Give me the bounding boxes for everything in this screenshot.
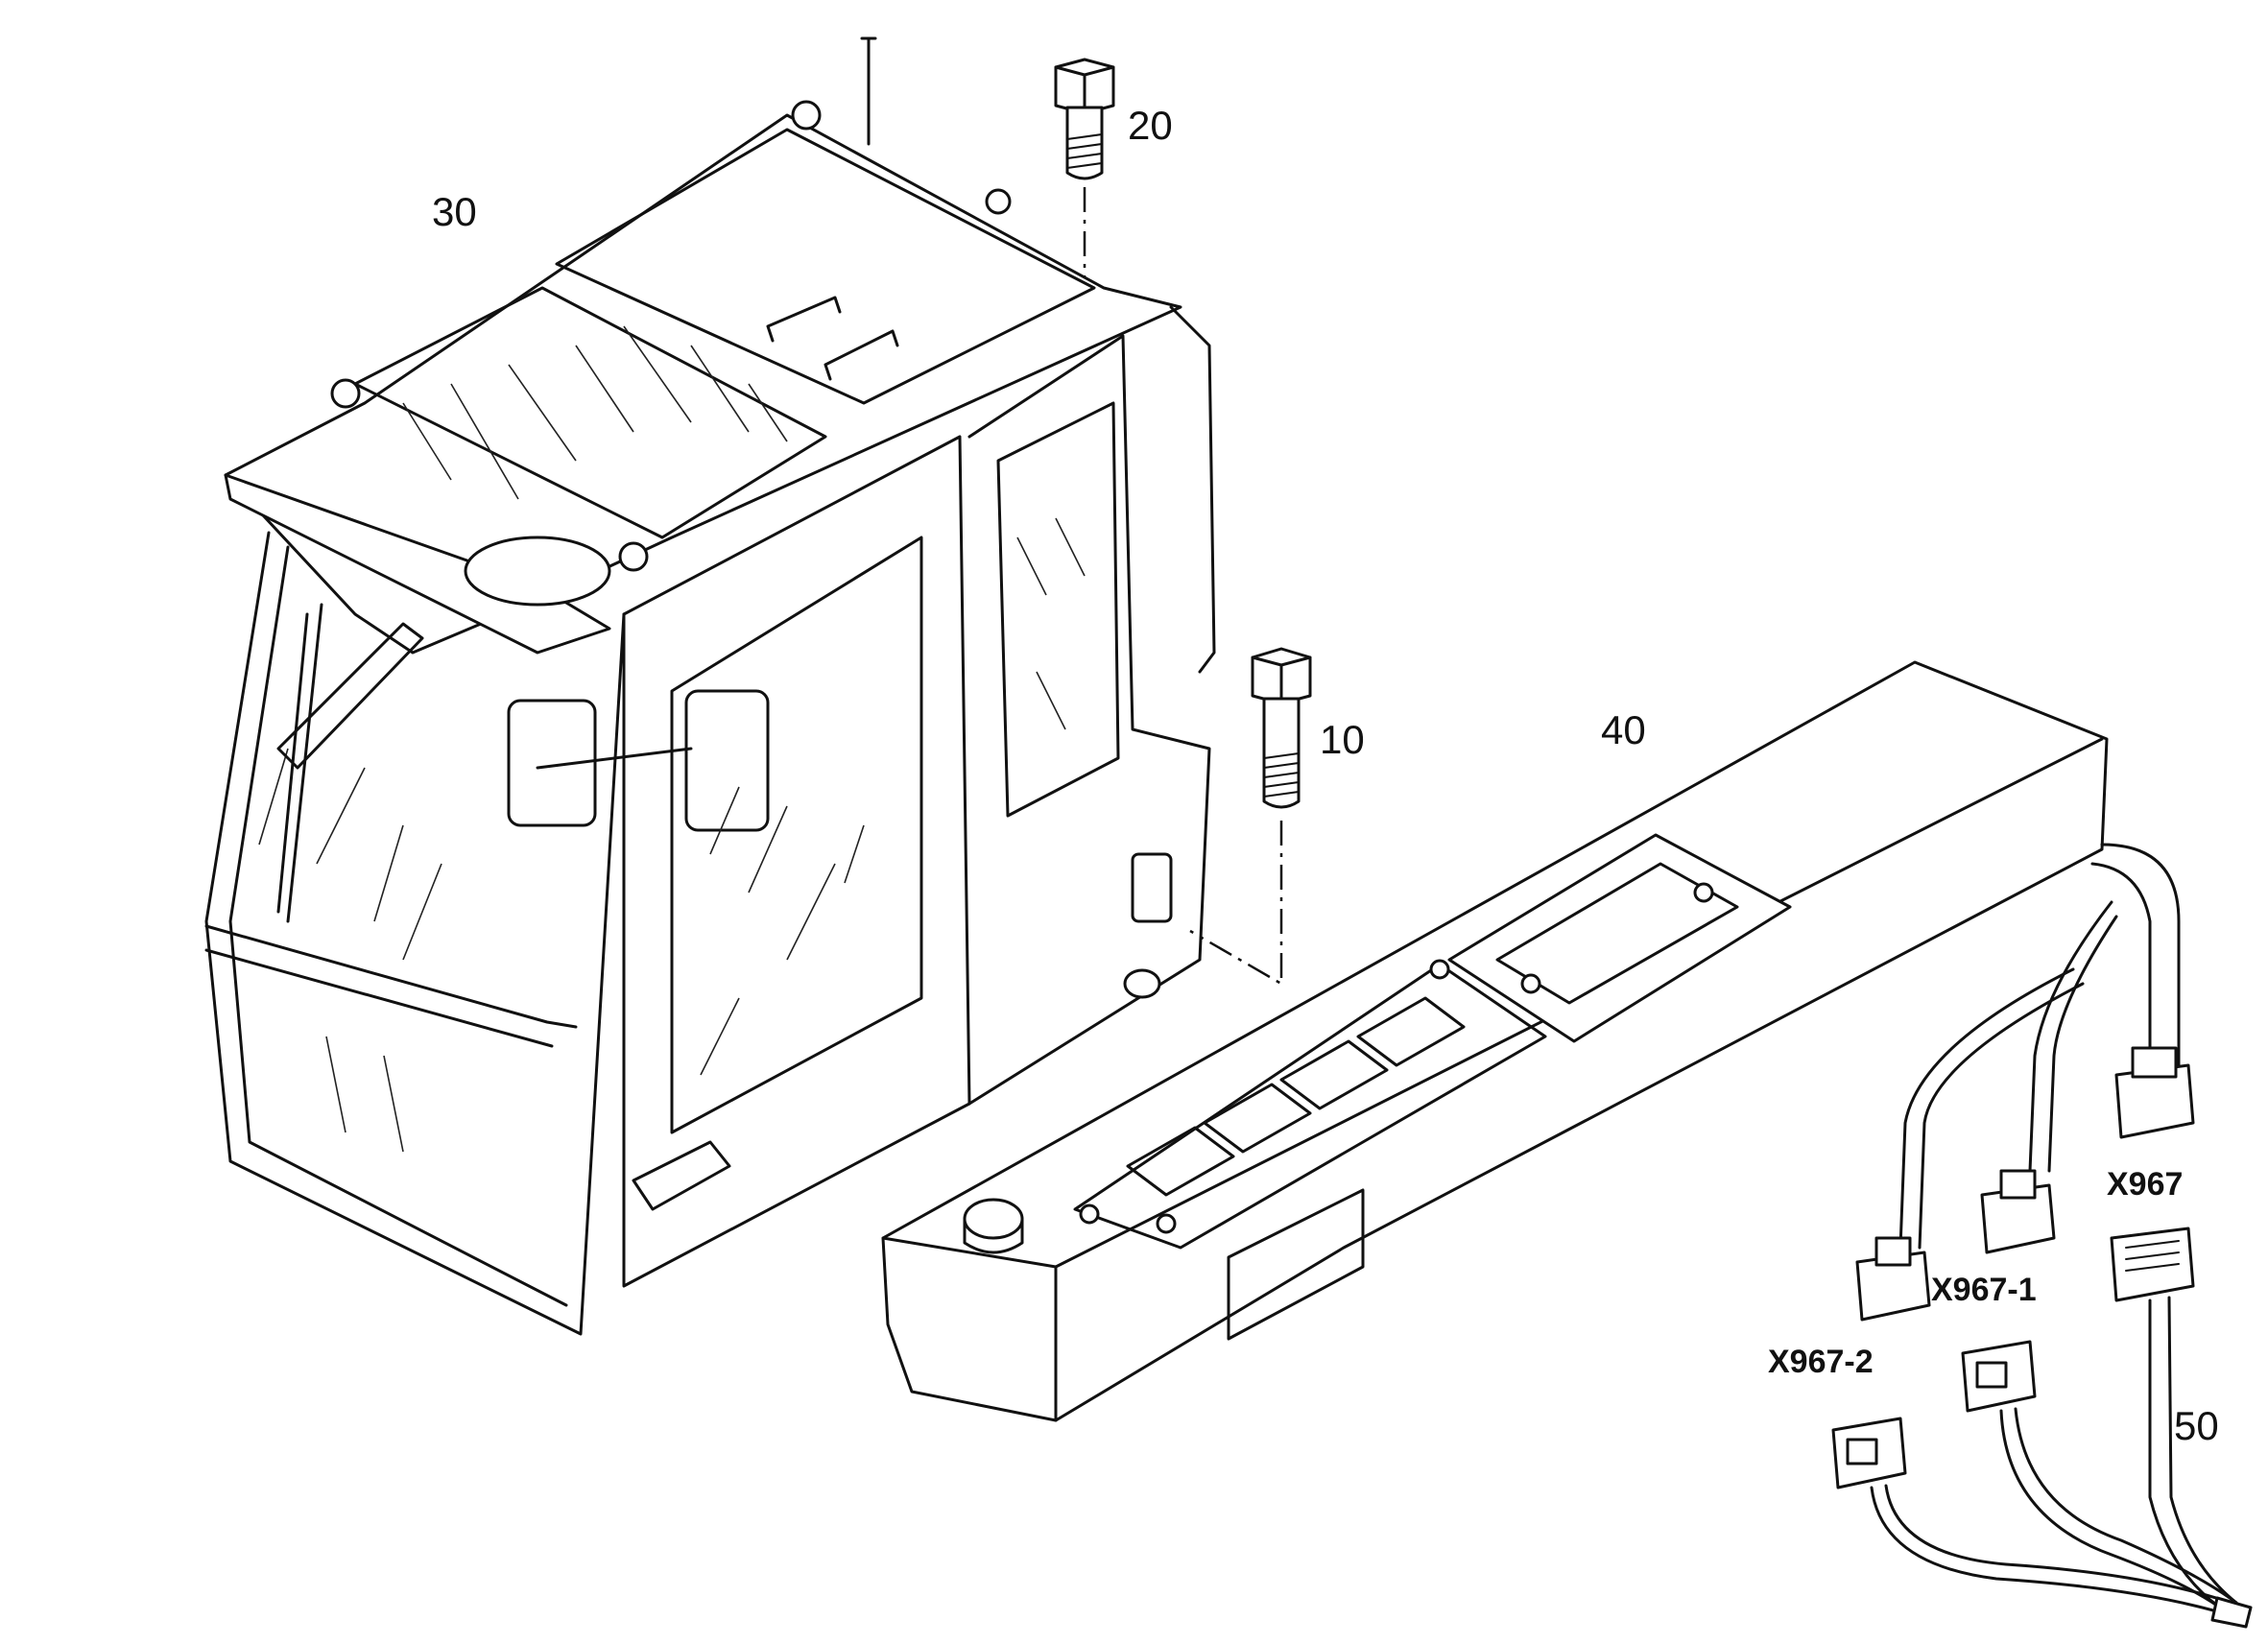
switch-console: [881, 660, 2109, 1422]
callout-50: 50: [2174, 1403, 2219, 1448]
callout-10: 10: [1320, 717, 1365, 762]
callout-20: 20: [1128, 103, 1173, 148]
bolt-20: [1054, 58, 1115, 278]
connector-label-x967: X967: [2107, 1166, 2183, 1203]
callout-30: 30: [432, 189, 477, 234]
connector-label-x967-2: X967-2: [1768, 1344, 1874, 1380]
wiring-harness: [1831, 843, 2253, 1629]
bolt-10: [1189, 647, 1312, 987]
callout-40: 40: [1601, 707, 1646, 752]
operator-cab: [204, 36, 1216, 1336]
connector-label-x967-1: X967-1: [1931, 1272, 2037, 1308]
